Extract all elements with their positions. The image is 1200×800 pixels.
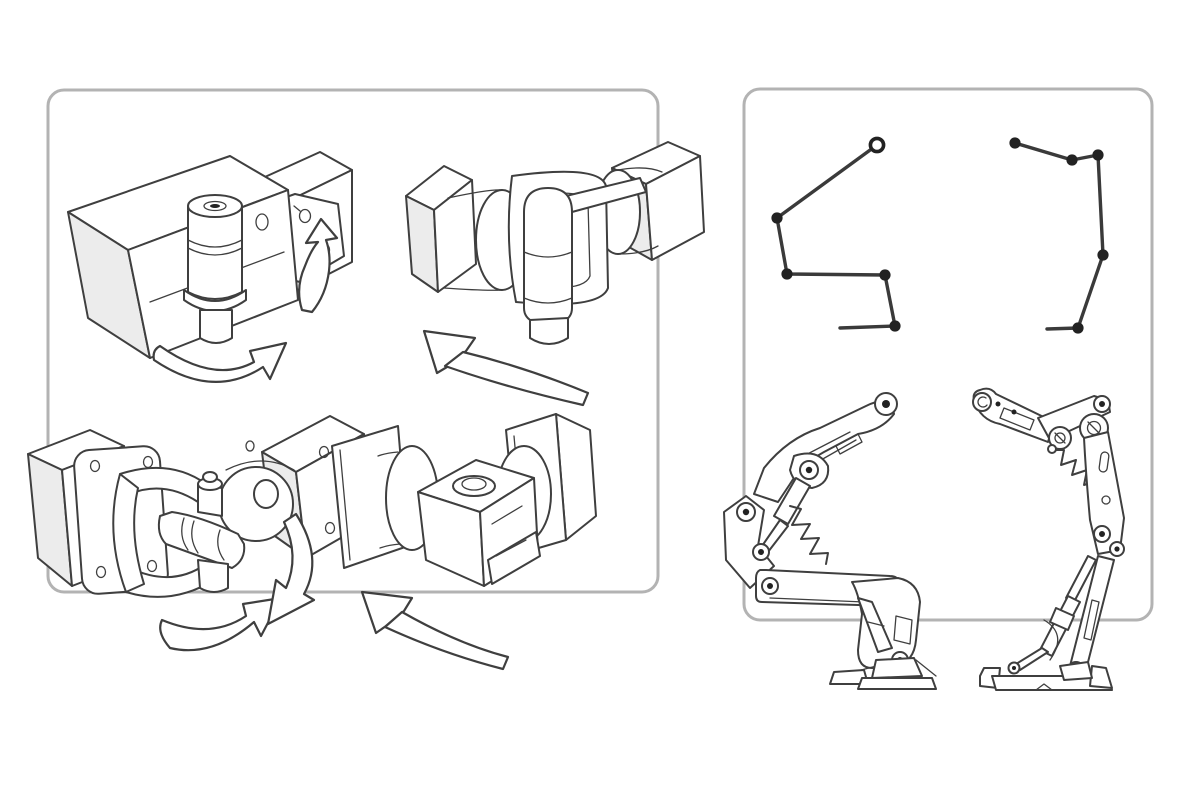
roll-capsule (523, 187, 573, 345)
pose-joint-dot (868, 136, 886, 154)
pose-joint-dot (771, 212, 783, 224)
figure-clevis-joint (331, 413, 597, 671)
swing-arrow-icon (152, 341, 288, 383)
pivot-cylinder (183, 194, 247, 344)
panel-legs-border (742, 87, 1154, 622)
cube-left (405, 165, 477, 293)
figure-yaw-pivot-joint (67, 151, 353, 383)
pose-joint-dot (1092, 149, 1104, 161)
pose-joint-dot (781, 268, 793, 280)
swing-arrow-icon (360, 590, 510, 671)
panel-leg-sketches (723, 87, 1154, 691)
stick-pose-extended (1009, 137, 1109, 334)
spring-coil (789, 505, 829, 565)
thigh-link (1083, 431, 1125, 557)
figure-leg-extended (972, 387, 1125, 691)
tilt-arrow-icon (266, 512, 316, 626)
swing-arrow-icon (422, 329, 590, 407)
pose-joint-dot (1066, 154, 1078, 166)
clevis-block (417, 459, 541, 587)
pose-joint-dot (1009, 137, 1021, 149)
spring-end-cap (1047, 444, 1057, 454)
spider-cross (157, 471, 246, 593)
foot-assembly (829, 657, 937, 690)
knee-shank (851, 577, 921, 669)
shock-cylinder (752, 477, 811, 561)
swing-arrow-icon (159, 596, 283, 652)
stick-pose-crouched (771, 136, 901, 332)
pose-joint-dot (889, 320, 901, 332)
pose-joint-dot (879, 269, 891, 281)
panel-joint-sketches (27, 88, 705, 671)
figure-leg-crouched (723, 392, 937, 690)
pose-diagrams (771, 136, 1109, 334)
foot-assembly (979, 661, 1113, 691)
pose-joint-dot (1097, 249, 1109, 261)
pose-joint-dot (1072, 322, 1084, 334)
pitch-arrow-icon (298, 217, 339, 314)
figure-roll-joint (405, 141, 705, 407)
shin-cylinder (1007, 555, 1097, 675)
